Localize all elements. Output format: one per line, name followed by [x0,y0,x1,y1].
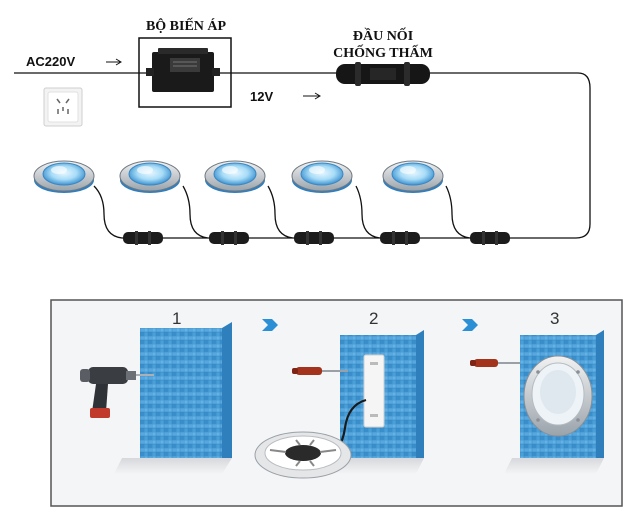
step-1-number: 1 [172,309,182,328]
output-voltage-label: 12V [250,89,274,104]
input-arrow-icon [106,58,122,66]
step-3-number: 3 [550,309,560,328]
screwdriver-icon [292,367,348,375]
waterproof-connector-icon [336,62,430,86]
connector-label-line2: CHỐNG THẤM [333,46,433,61]
waterproof-connector-icon [470,231,510,245]
input-voltage-label: AC220V [26,54,76,69]
pool-light-icon [523,355,593,437]
waterproof-connector-icon [123,231,163,245]
pool-light-icon [119,160,181,194]
transformer-icon [146,48,220,92]
waterproof-connector-icon [294,231,334,245]
pool-light-icon [291,160,353,194]
power-socket-icon [43,87,83,127]
step-1-wall [114,322,232,474]
waterproof-connector-icon [380,231,420,245]
step-arrow-icon [262,319,278,331]
transformer-frame [138,37,232,108]
step-2-number: 2 [369,309,379,328]
lamp-chain-wire [93,185,488,239]
waterproof-connector-icon [209,231,249,245]
mounting-bracket-icon [254,431,352,479]
step-arrow-icon [462,319,478,331]
drill-icon [80,367,154,418]
pool-light-icon [33,160,95,194]
pool-light-icon [382,160,444,194]
pool-light-icon [204,160,266,194]
screwdriver-icon [470,359,520,367]
output-arrow-icon [303,92,321,100]
transformer-label: BỘ BIẾN ÁP [145,19,227,34]
mounting-bracket-icon [363,354,385,428]
connector-label-line1: ĐẦU NỐI [352,29,414,44]
return-wire [488,72,591,239]
